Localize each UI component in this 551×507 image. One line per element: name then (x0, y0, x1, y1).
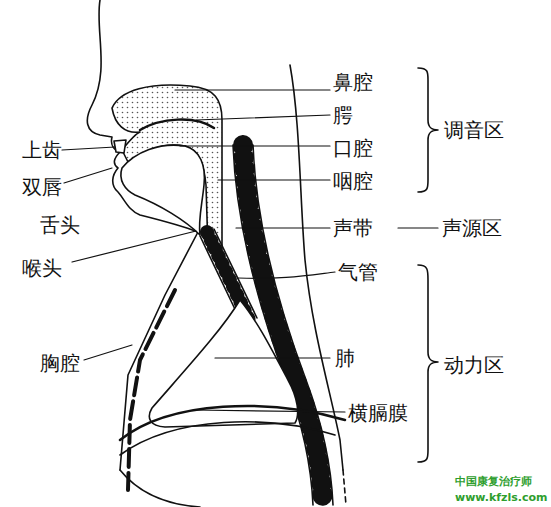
part-name: 双唇 (22, 177, 62, 197)
leader-line (215, 357, 330, 358)
palate (140, 120, 214, 130)
watermark: www.kfzls.com (455, 492, 548, 503)
part-name: 口腔 (333, 138, 373, 158)
leader-line (196, 115, 330, 120)
spine-edge (253, 145, 333, 505)
bracket (418, 265, 438, 462)
part-name: 咽腔 (333, 171, 373, 191)
watermark: 中国康复治疗师 (455, 476, 532, 487)
region-name: 动力区 (444, 355, 504, 375)
leader-line (236, 227, 330, 228)
leader-line (72, 231, 196, 262)
leader-line (195, 410, 345, 412)
region-name: 声源区 (442, 218, 502, 238)
leader-line (84, 345, 132, 360)
tongue (121, 145, 205, 235)
leader-line (238, 272, 335, 278)
part-name: 声带 (333, 218, 373, 238)
leader-line (180, 145, 330, 146)
part-name: 腭 (333, 105, 353, 125)
part-name: 上齿 (22, 140, 62, 160)
part-name: 喉头 (22, 258, 62, 278)
region-name: 调音区 (444, 120, 504, 140)
body-bottom (120, 470, 200, 507)
leader-line (64, 168, 112, 183)
leader-line (218, 179, 330, 180)
upper-teeth (114, 140, 126, 153)
part-name: 气管 (338, 262, 378, 282)
diaphragm (120, 406, 345, 440)
part-name: 肺 (335, 348, 355, 368)
leader-line (175, 89, 330, 90)
bracket (418, 68, 438, 192)
part-name: 横膈膜 (348, 403, 408, 423)
diaphragm (120, 422, 335, 455)
leader-line (398, 227, 438, 228)
part-name: 胸腔 (40, 353, 80, 373)
leader-line (62, 147, 115, 150)
part-name: 鼻腔 (333, 72, 373, 92)
back-outline (343, 470, 346, 505)
part-name: 舌头 (40, 215, 80, 235)
